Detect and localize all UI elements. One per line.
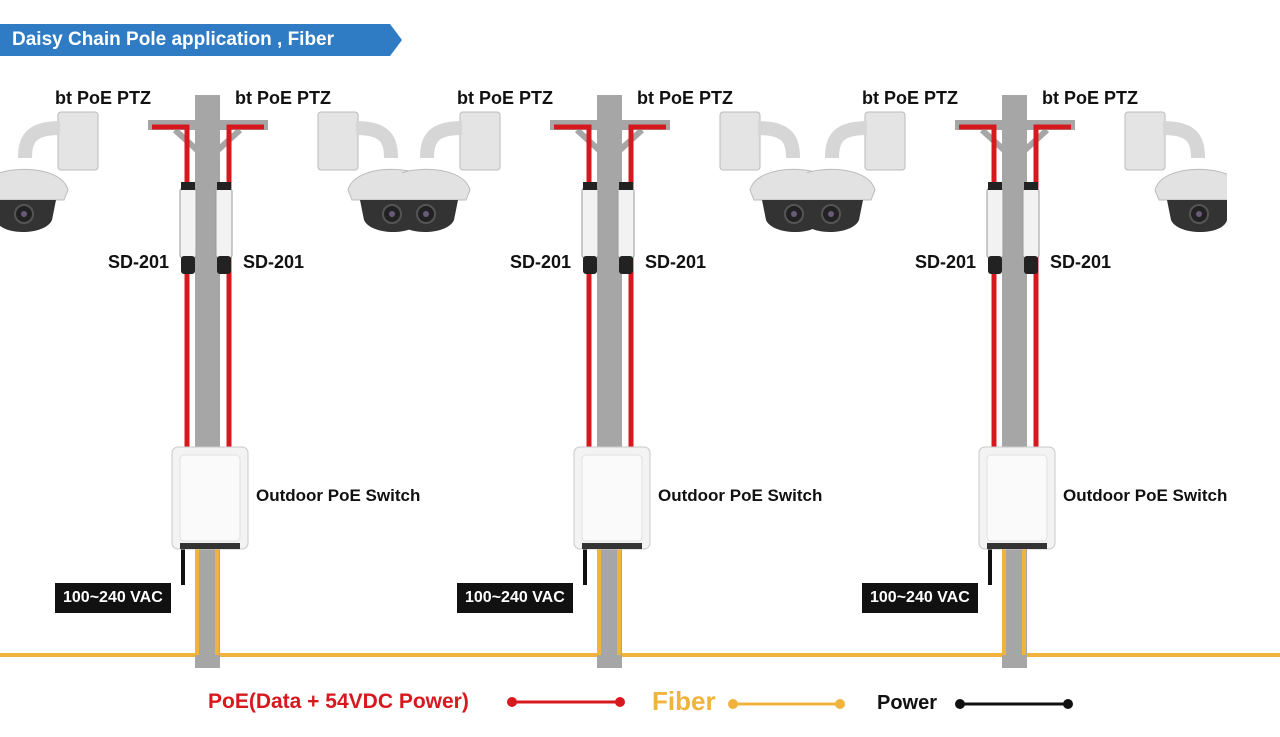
page-title: Daisy Chain Pole application , Fiber (12, 29, 335, 50)
legend-power-label: Power (877, 692, 938, 714)
ptz-camera-icon (807, 111, 906, 232)
poe-cable (959, 124, 997, 450)
camera-label-right: bt PoE PTZ (1042, 88, 1138, 108)
pole-unit-drawing (402, 95, 822, 668)
legend-fiber-line (728, 699, 845, 709)
legend-fiber-label: Fiber (652, 686, 716, 716)
camera-label-right: bt PoE PTZ (637, 88, 733, 108)
switch-label: Outdoor PoE Switch (658, 486, 823, 505)
camera-label-left: bt PoE PTZ (862, 88, 958, 108)
splitter-label-left: SD-201 (915, 252, 977, 272)
splitter-label-left: SD-201 (510, 252, 572, 272)
legend-power-line (955, 699, 1073, 709)
outdoor-switch-icon (171, 446, 249, 550)
ptz-camera-icon-right (1124, 111, 1227, 232)
fiber-backbone-line (0, 653, 1280, 657)
poe-cable (1033, 124, 1071, 450)
sd-201-splitter-icon (581, 182, 635, 274)
camera-label-left: bt PoE PTZ (457, 88, 553, 108)
ptz-camera-icon (0, 111, 99, 232)
switch-label: Outdoor PoE Switch (1063, 486, 1228, 505)
sd-201-splitter-icon (986, 182, 1040, 274)
legend-poe-label: PoE(Data + 54VDC Power) (208, 690, 469, 713)
splitter-label-right: SD-201 (1050, 252, 1112, 272)
outdoor-switch-icon (978, 446, 1056, 550)
poe-cable (628, 124, 666, 450)
pole-unit: bt PoE PTZ bt PoE PTZ SD-201 SD-201 Outd… (807, 0, 1227, 737)
pole-unit-drawing (807, 95, 1227, 668)
sd-201-splitter-icon (179, 182, 233, 274)
splitter-label-right: SD-201 (243, 252, 305, 272)
banner-arrow-shape (0, 24, 402, 56)
splitter-label-left: SD-201 (108, 252, 170, 272)
power-input-label: 100~240 VAC (457, 583, 573, 613)
poe-cable (152, 124, 190, 450)
poe-cable (226, 124, 264, 450)
legend-poe-line (507, 697, 625, 707)
poe-cable (554, 124, 592, 450)
switch-label: Outdoor PoE Switch (256, 486, 421, 505)
camera-label-right: bt PoE PTZ (235, 88, 331, 108)
pole-unit-drawing (0, 95, 420, 668)
ptz-camera-icon (402, 111, 501, 232)
power-input-label: 100~240 VAC (862, 583, 978, 613)
pole-unit: bt PoE PTZ bt PoE PTZ SD-201 SD-201 Outd… (402, 0, 822, 737)
splitter-label-right: SD-201 (645, 252, 707, 272)
outdoor-switch-icon (573, 446, 651, 550)
title-banner: Daisy Chain Pole application , Fiber (0, 24, 402, 56)
pole-unit: bt PoE PTZ bt PoE PTZ SD-201 SD-201 Outd… (0, 0, 420, 737)
camera-label-left: bt PoE PTZ (55, 88, 151, 108)
power-input-label: 100~240 VAC (55, 583, 171, 613)
